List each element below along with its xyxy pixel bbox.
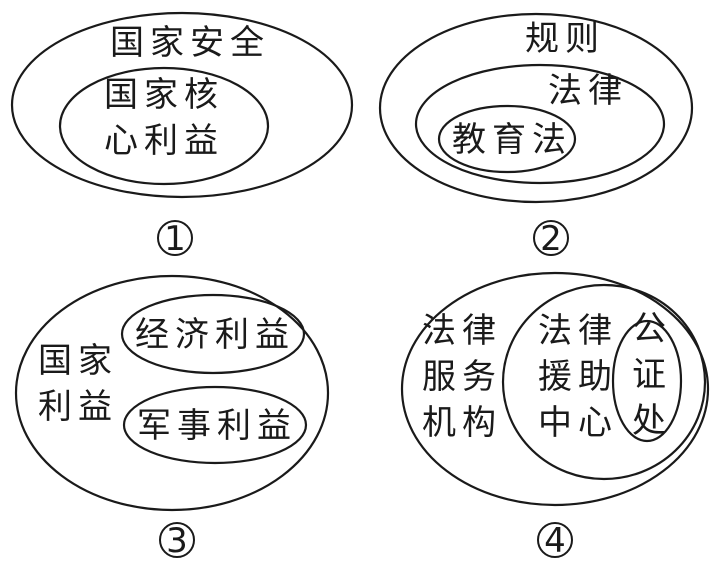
middle-ellipse-legal-aid xyxy=(501,283,707,481)
diagram-1: 国家安全 国家核 心利益 1 xyxy=(10,11,354,259)
label-core-interests-line2: 心利益 xyxy=(104,121,224,161)
label-core-interests-line1: 国家核 xyxy=(104,75,224,115)
label-national-interests-line2: 利益 xyxy=(38,387,118,427)
label-legal-service-line3: 机构 xyxy=(422,403,502,443)
label-legal-service-line2: 服务 xyxy=(422,357,502,397)
middle-ellipse-law xyxy=(414,63,666,185)
label-legal-aid-line2: 援助 xyxy=(538,357,618,397)
diagram-number-2: 2 xyxy=(540,219,562,259)
label-notary-line2: 证 xyxy=(632,355,672,395)
inner-ellipse-education-law xyxy=(437,104,577,174)
number-circle-1 xyxy=(157,220,193,256)
diagram-4: 法律 服务 机构 法律 援助 中心 公 证 处 4 xyxy=(400,271,710,561)
inner-ellipse-economic-interests xyxy=(120,293,306,375)
outer-ellipse-national-interests xyxy=(14,274,330,512)
inner-ellipse-core-interests xyxy=(58,66,270,186)
inner-ellipse-notary xyxy=(611,319,683,443)
label-economic-interests: 经济利益 xyxy=(135,315,295,355)
label-legal-aid-line1: 法律 xyxy=(538,311,618,351)
label-military-interests: 军事利益 xyxy=(137,406,297,446)
diagram-number-4: 4 xyxy=(544,521,566,561)
label-law: 法律 xyxy=(548,71,628,111)
number-circle-4 xyxy=(537,522,573,558)
number-circle-3 xyxy=(159,522,195,558)
diagram-number-1: 1 xyxy=(164,219,186,259)
number-circle-2 xyxy=(533,220,569,256)
label-notary-line3: 处 xyxy=(632,401,672,441)
label-national-interests-line1: 国家 xyxy=(38,341,118,381)
diagram-number-3: 3 xyxy=(166,521,188,561)
label-legal-service-line1: 法律 xyxy=(422,311,502,351)
label-notary-line1: 公 xyxy=(632,309,672,349)
outer-ellipse-rules xyxy=(378,12,694,204)
label-rules: 规则 xyxy=(525,19,605,59)
diagram-3: 国家 利益 经济利益 军事利益 3 xyxy=(14,274,330,561)
label-national-security: 国家安全 xyxy=(110,23,270,63)
label-legal-aid-line3: 中心 xyxy=(538,403,618,443)
inner-ellipse-military-interests xyxy=(122,385,308,465)
outer-ellipse-legal-service xyxy=(400,271,710,507)
diagram-2: 规则 法律 教育法 2 xyxy=(378,12,694,259)
outer-ellipse-national-security xyxy=(10,11,354,199)
label-education-law: 教育法 xyxy=(452,120,572,160)
